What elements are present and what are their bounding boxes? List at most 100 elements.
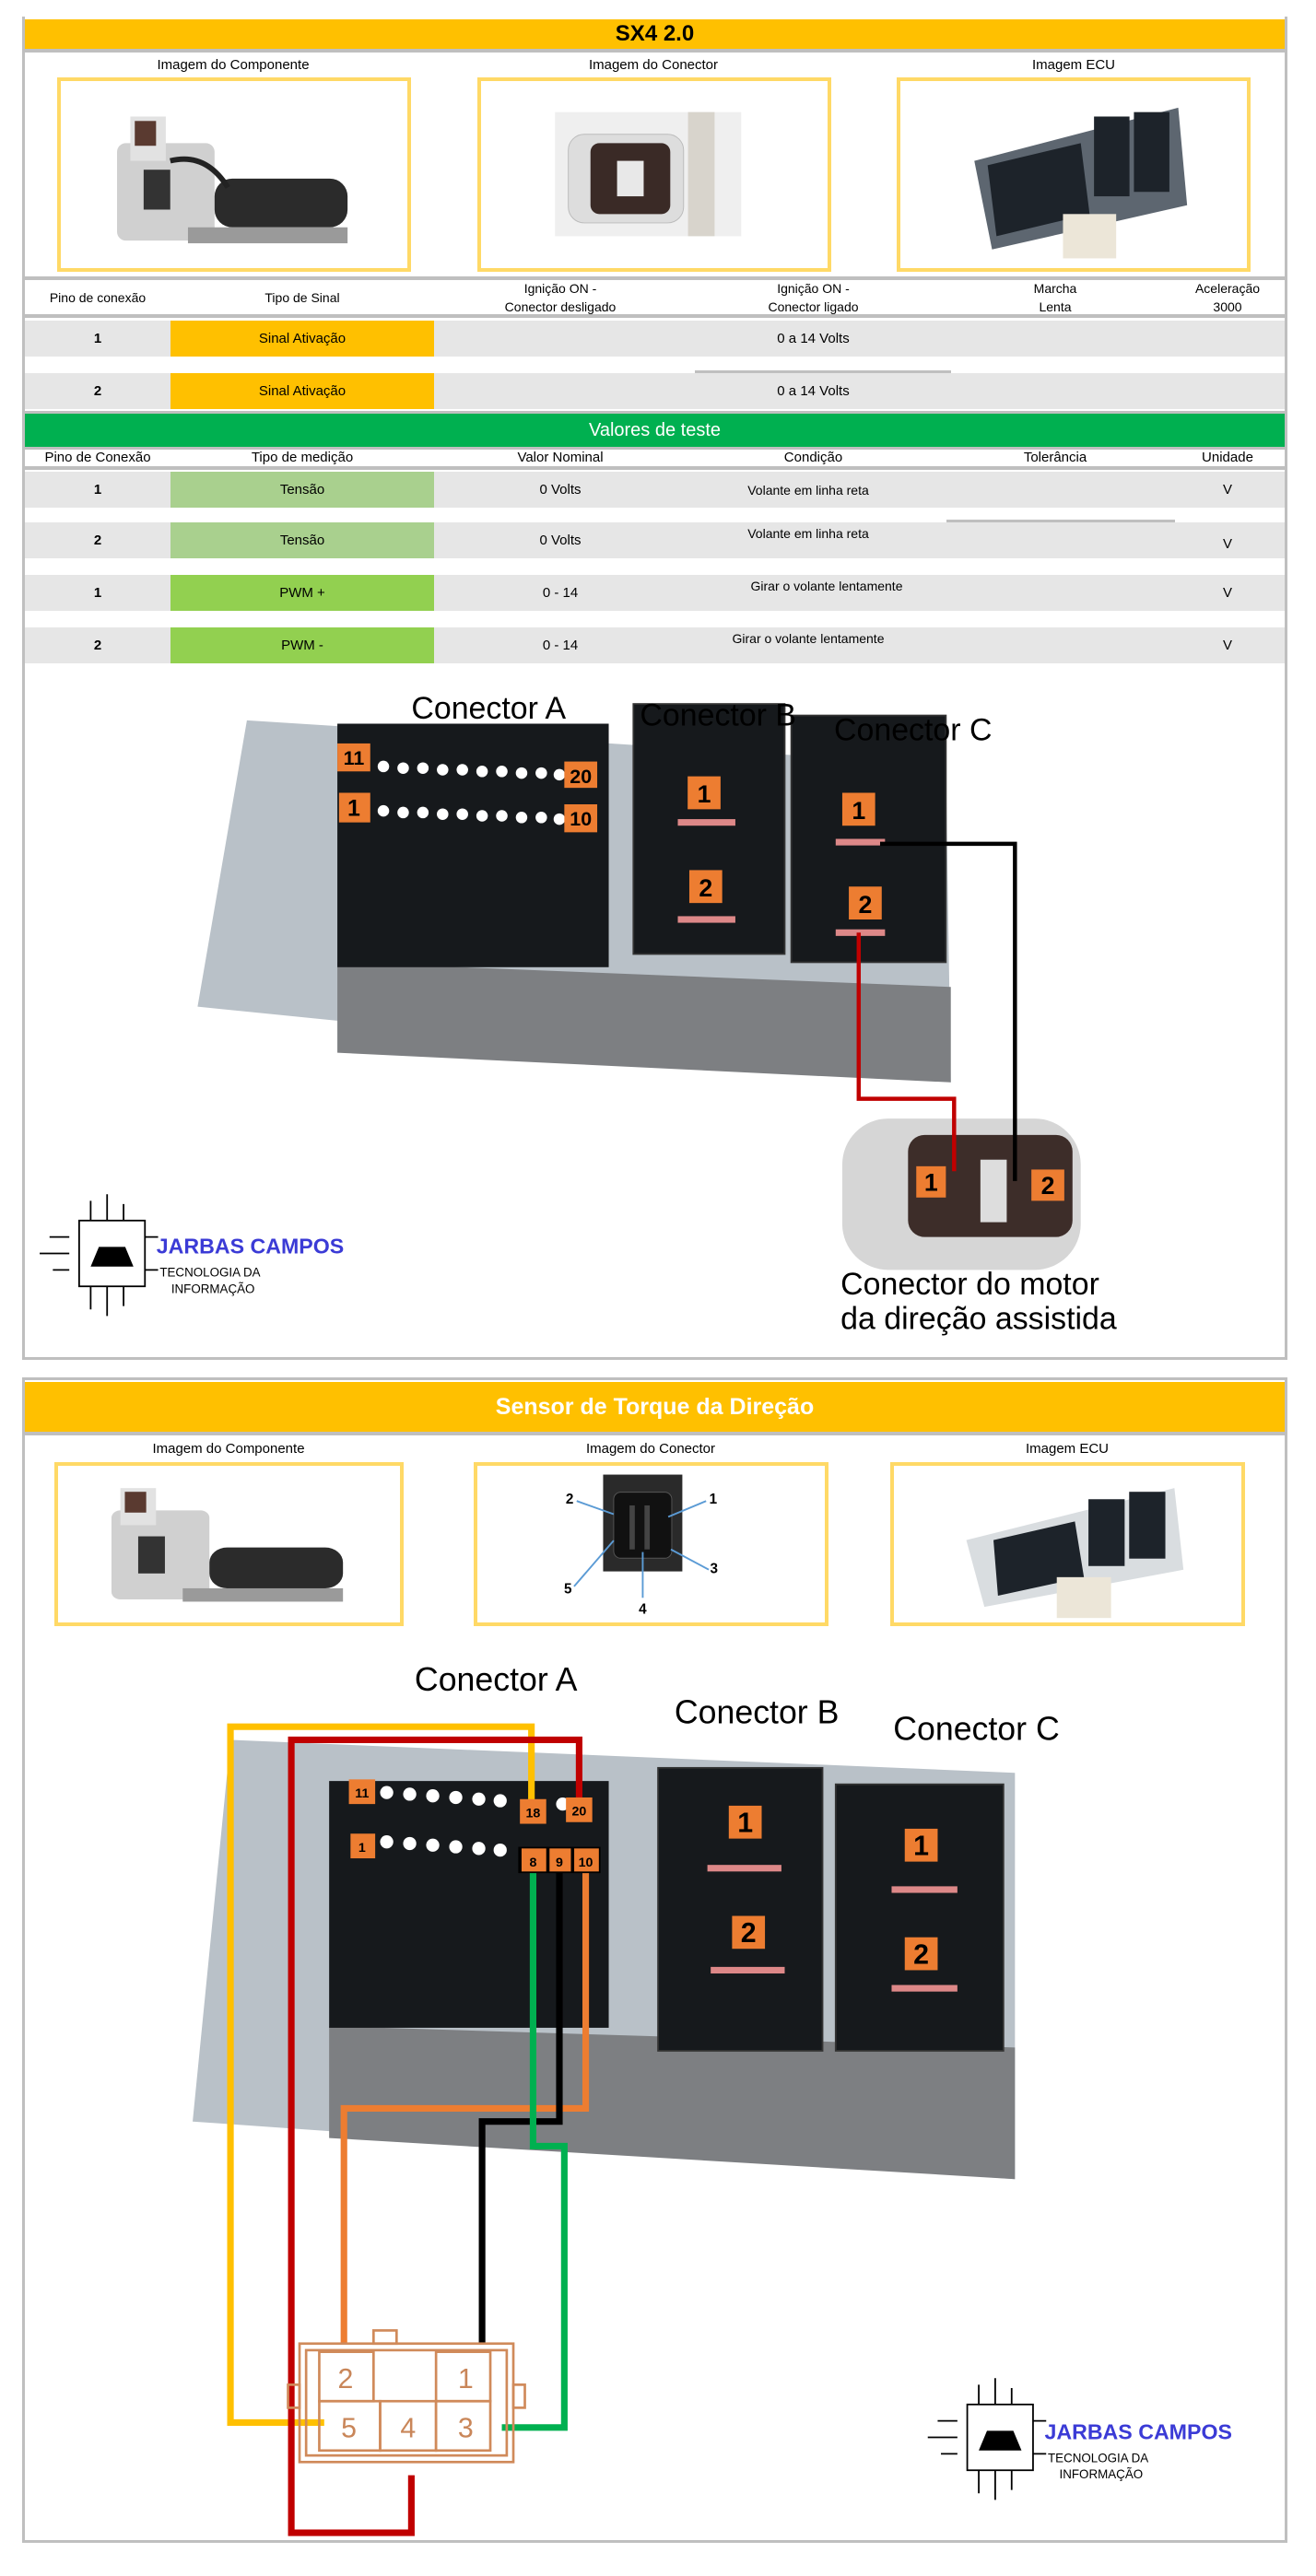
torque-sensor-wiring-diagram: Conector A Conector B Conector C 11 18 2… (193, 1661, 1232, 2536)
section1-frame (22, 17, 1287, 1360)
connector-b-housing (632, 703, 786, 955)
signal-table-header: Pino de conexão Tipo de Sinal Ignição ON… (25, 276, 1285, 318)
wire-yellow (227, 1723, 535, 2427)
test-row: 2 Tensão 0 Volts Volante em linha reta V (25, 520, 1285, 558)
connector-pin-label-2: 2 (566, 1492, 574, 1507)
steering-motor-photo (111, 1488, 344, 1602)
connector-a-pins (377, 760, 566, 825)
pin-badge-10: 10 (579, 1856, 593, 1870)
image-label-component: Imagem do Componente (152, 1441, 305, 1457)
unit: V (1222, 585, 1232, 601)
pin-number: 2 (93, 638, 102, 653)
image-label-ecu: Imagem ECU (1025, 1441, 1110, 1457)
logo-line2: INFORMAÇÃO (1060, 2467, 1144, 2481)
measure-type: PWM - (170, 627, 434, 663)
divider (946, 520, 1175, 522)
connector-pin-label-5: 5 (564, 1581, 572, 1597)
nominal-value: 0 - 14 (542, 638, 579, 653)
connector-pin-label-4: 4 (639, 1601, 647, 1617)
unit: V (1222, 536, 1232, 552)
ecu-motor-wiring-diagram: Conector A Conector B Conector C 11 20 1… (40, 691, 1117, 1337)
pin-badge-18: 18 (526, 1806, 541, 1821)
pin-number: 2 (93, 533, 102, 548)
motor-pin-1: 1 (924, 1169, 938, 1197)
image-label-component: Imagem do Componente (157, 57, 310, 73)
sensor-pin-2: 2 (338, 2364, 354, 2395)
image-label-connector: Imagem do Conector (585, 1441, 716, 1457)
measure-type: Tensão (170, 522, 434, 558)
connector-c-housing (834, 1783, 1005, 2052)
ecu-lower-band (337, 962, 951, 1083)
signal-type: Sinal Ativação (170, 321, 434, 357)
test-row: 1 PWM + 0 - 14 Girar o volante lentament… (25, 575, 1285, 611)
logo-line1: TECNOLOGIA DA (1048, 2451, 1148, 2465)
motor-connector (841, 1118, 1081, 1270)
connector-a-label: Conector A (411, 691, 566, 726)
test-row: 2 PWM - 0 - 14 Girar o volante lentament… (25, 627, 1285, 663)
signal-value: 0 a 14 Volts (777, 331, 850, 346)
section2-frame (22, 1377, 1287, 2543)
sensor-pin-3: 3 (458, 2414, 474, 2444)
connector-b-label: Conector B (640, 697, 796, 732)
section2-title-bar: Sensor de Torque da Direção (25, 1382, 1285, 1435)
jarbas-campos-logo: JARBAS CAMPOS TECNOLOGIA DA INFORMAÇÃO (40, 1194, 344, 1317)
pin-badge-20: 20 (571, 1805, 586, 1820)
measure-type: PWM + (170, 575, 434, 611)
wire-red (856, 932, 957, 1172)
pin-badge-9: 9 (556, 1856, 563, 1870)
connector-image (477, 77, 831, 272)
sensor-connector-photo: 2 1 3 5 4 (564, 1474, 719, 1617)
connector-b-pin-1: 1 (698, 780, 711, 808)
connector-pin-label-3: 3 (711, 1562, 719, 1577)
section1-title: SX4 2.0 (615, 21, 695, 46)
header-pin: Pino de Conexão (44, 450, 151, 465)
header-ignition-disconnected: Ignição ON -Conector desligado (504, 280, 617, 314)
motor-connector-label: Conector do motor (840, 1267, 1099, 1302)
section1-title-bar: SX4 2.0 (25, 19, 1285, 53)
sensor-pin-4: 4 (400, 2414, 416, 2444)
pin-badge-11: 11 (355, 1786, 369, 1801)
condition: Girar o volante lentamente (750, 579, 903, 593)
signal-row: 1 Sinal Ativação 0 a 14 Volts (25, 321, 1285, 357)
component-image (54, 1462, 404, 1626)
section2-title: Sensor de Torque da Direção (495, 1393, 815, 1420)
ecu-photo (966, 1488, 1184, 1619)
header-tolerance: Tolerância (1023, 450, 1087, 465)
header-ignition-connected: Ignição ON -Conector ligado (768, 280, 859, 314)
test-row: 1 Tensão 0 Volts Volante em linha reta V (25, 472, 1285, 508)
measure-type: Tensão (170, 472, 434, 508)
connector-c-label: Conector C (834, 712, 992, 747)
connector-c-pin-2: 2 (913, 1939, 929, 1970)
connector-a-housing (337, 723, 609, 967)
unit: V (1222, 638, 1232, 653)
signal-type: Sinal Ativação (170, 373, 434, 409)
pin-badge-1: 1 (358, 1841, 366, 1856)
motor-pin-2: 2 (1041, 1172, 1055, 1200)
test-values-bar: Valores de teste (25, 411, 1285, 450)
test-values-title: Valores de teste (588, 419, 722, 440)
connector-a-pins (380, 1786, 570, 1857)
header-measure-type: Tipo de medição (251, 450, 354, 465)
wire-green (501, 1871, 568, 2431)
wire-orange (340, 1871, 590, 2344)
sensor-pin-1: 1 (458, 2364, 474, 2395)
motor-connector-label-line2: da direção assistida (840, 1302, 1117, 1337)
ecu-image (897, 77, 1251, 272)
ecu-image (890, 1462, 1245, 1626)
jarbas-campos-logo: JARBAS CAMPOS TECNOLOGIA DA INFORMAÇÃO (927, 2378, 1232, 2500)
pin-number: 2 (93, 383, 102, 399)
header-nominal: Valor Nominal (517, 450, 604, 465)
connector-pin-label-1: 1 (710, 1492, 718, 1507)
ecu-lower-band (329, 2026, 1016, 2180)
connector-b-pin-2: 2 (699, 874, 712, 902)
pin-number: 1 (93, 331, 102, 346)
signal-row: 2 Sinal Ativação 0 a 14 Volts (25, 370, 1285, 409)
connector-c-pin-1: 1 (852, 797, 865, 825)
pin-badge-11: 11 (344, 747, 365, 769)
nominal-value: 0 - 14 (542, 585, 579, 601)
pin-number: 1 (93, 482, 102, 498)
connector-b-pin-2: 2 (741, 1918, 757, 1949)
header-unit: Unidade (1202, 450, 1253, 465)
